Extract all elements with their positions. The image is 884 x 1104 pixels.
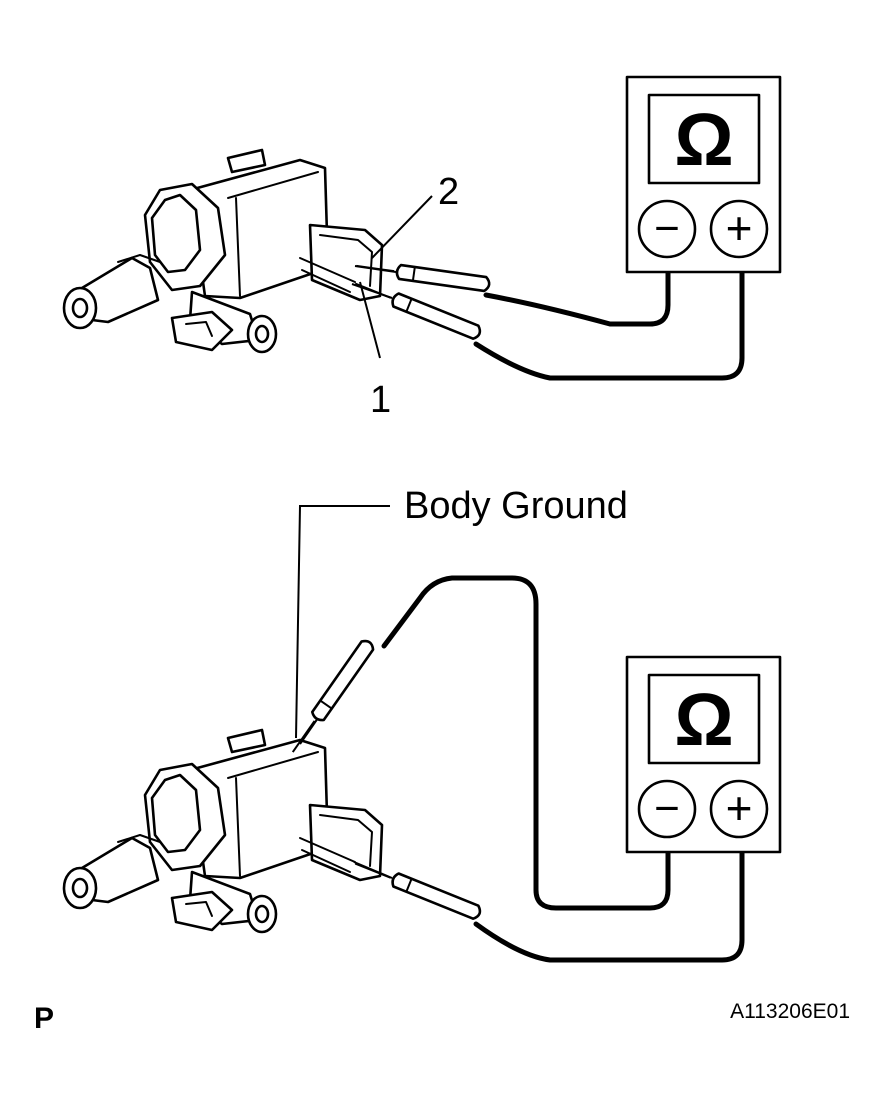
terminal-2-leader: [371, 195, 433, 259]
tester-wire-positive: [473, 849, 745, 963]
negative-terminal-icon: −: [654, 204, 680, 253]
figure-id: A113206E01: [730, 1000, 850, 1023]
body-ground-label: Body Ground: [404, 485, 628, 527]
positive-terminal-icon: +: [726, 202, 753, 254]
tester-wire-positive: [473, 269, 745, 381]
ohm-symbol: Ω: [674, 98, 733, 181]
lead-wire: [299, 717, 319, 745]
body-ground-leader: [295, 505, 390, 739]
probe-ground: [285, 636, 377, 758]
top-figure: 2 1 Ω − +: [62, 75, 782, 421]
bottom-figure: Body Ground Ω − +: [62, 485, 782, 963]
ohmmeter-bottom: Ω − +: [625, 655, 782, 854]
positive-terminal-icon: +: [726, 782, 753, 834]
tester-wire-negative: [381, 575, 671, 911]
ohm-symbol: Ω: [674, 678, 733, 761]
vsv-valve-bottom: [62, 728, 384, 934]
vsv-valve-top: [62, 148, 384, 354]
terminal-2-label: 2: [438, 171, 459, 213]
corner-letter: P: [34, 1002, 54, 1035]
tester-wire-negative: [483, 269, 671, 327]
terminal-1-leader: [359, 281, 381, 359]
ohmmeter-top: Ω − +: [625, 75, 782, 274]
negative-terminal-icon: −: [654, 784, 680, 833]
terminal-1-label: 1: [370, 379, 391, 421]
